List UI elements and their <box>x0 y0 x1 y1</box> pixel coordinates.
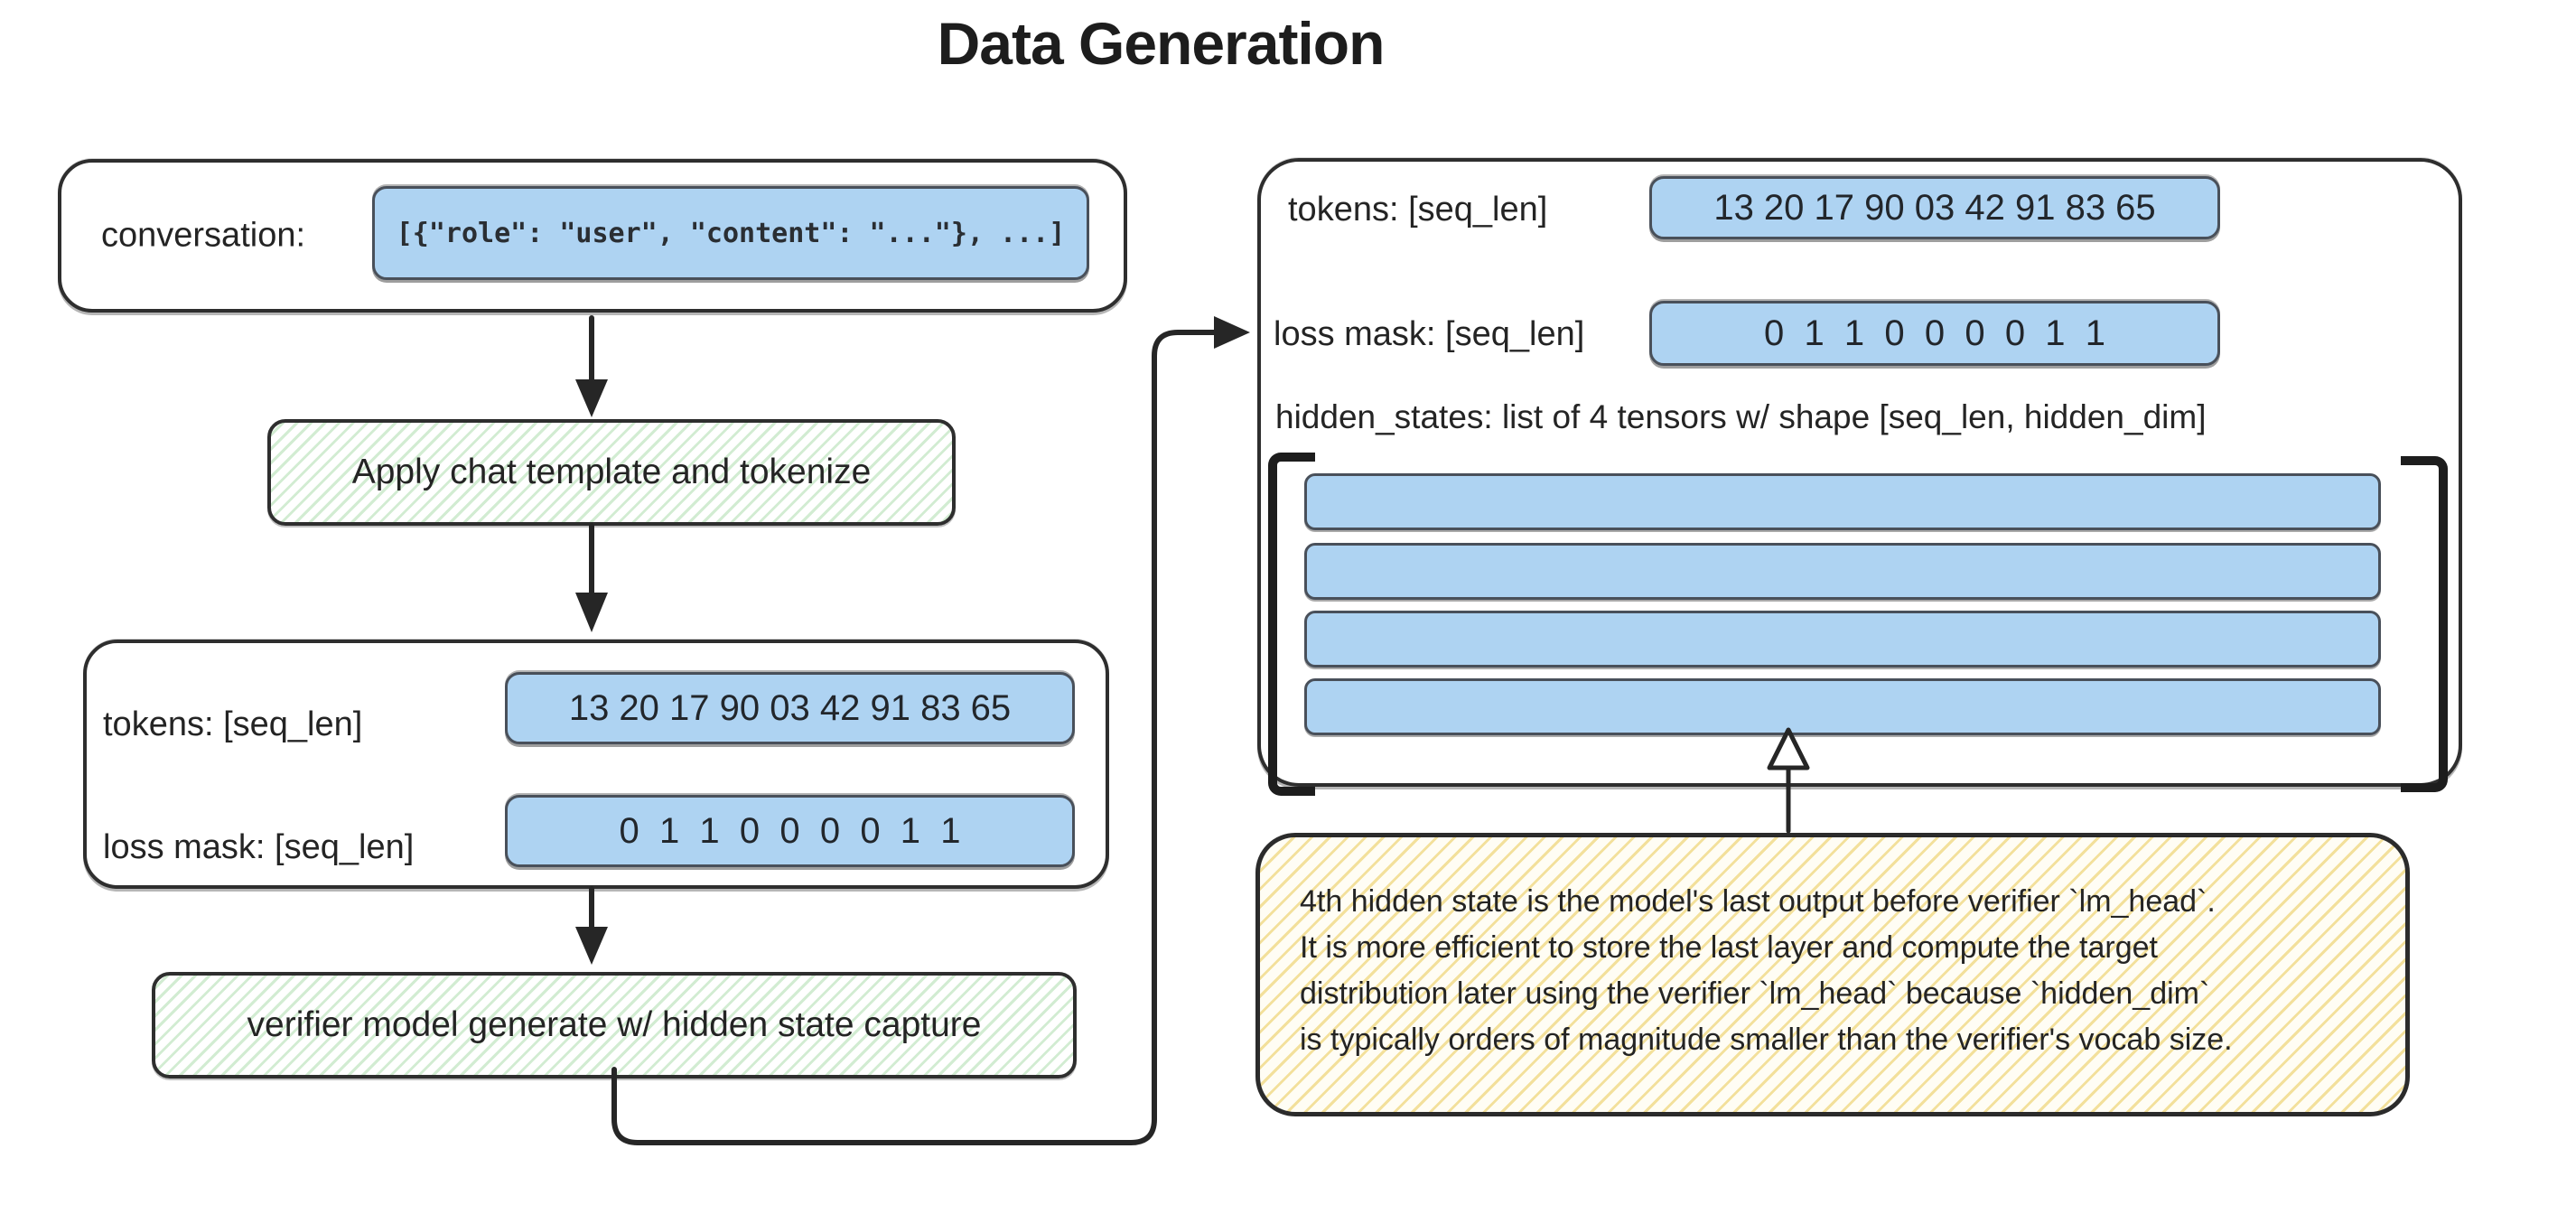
hidden-state-bar <box>1304 543 2381 600</box>
output-loss-mask-chip: 0 1 1 0 0 0 0 1 1 <box>1649 301 2220 366</box>
output-tokens-label: tokens: [seq_len] <box>1288 191 1548 229</box>
output-tokens-chip: 13 20 17 90 03 42 91 83 65 <box>1649 176 2220 239</box>
left-bracket-icon <box>1268 453 1315 796</box>
note-text: 4th hidden state is the model's last out… <box>1300 884 2233 1057</box>
hidden-state-bar <box>1304 678 2381 735</box>
output-loss-mask-text: 0 1 1 0 0 0 0 1 1 <box>1763 313 2106 353</box>
output-box: tokens: [seq_len] 13 20 17 90 03 42 91 8… <box>1257 158 2462 796</box>
note-box: 4th hidden state is the model's last out… <box>1255 833 2410 1116</box>
hidden-state-bar <box>1304 611 2381 668</box>
page-title: Data Generation <box>937 10 1386 77</box>
arrow-down-icon <box>575 315 608 417</box>
apply-chat-template-step: Apply chat template and tokenize <box>267 419 956 526</box>
verifier-generate-step: verifier model generate w/ hidden state … <box>152 972 1077 1079</box>
conversation-label: conversation: <box>101 216 306 255</box>
output-loss-mask-label: loss mask: [seq_len] <box>1274 315 1585 353</box>
conversation-box: conversation: [{"role": "user", "content… <box>58 159 1127 313</box>
hidden-states-label: hidden_states: list of 4 tensors w/ shap… <box>1275 398 2207 435</box>
arrow-down-icon <box>575 886 608 965</box>
tokens-values-chip: 13 20 17 90 03 42 91 83 65 <box>505 672 1075 744</box>
verifier-generate-label: verifier model generate w/ hidden state … <box>247 1005 982 1044</box>
loss-mask-values-chip: 0 1 1 0 0 0 0 1 1 <box>505 795 1075 867</box>
output-tokens-text: 13 20 17 90 03 42 91 83 65 <box>1713 187 2156 228</box>
loss-mask-values-text: 0 1 1 0 0 0 0 1 1 <box>619 810 961 851</box>
tokens-values-text: 13 20 17 90 03 42 91 83 65 <box>568 687 1012 728</box>
loss-mask-label: loss mask: [seq_len] <box>103 828 415 866</box>
conversation-code-text: [{"role": "user", "content": "..."}, ...… <box>396 217 1066 249</box>
hidden-state-bar <box>1304 473 2381 530</box>
apply-chat-template-label: Apply chat template and tokenize <box>351 453 872 491</box>
tokens-loss-box: tokens: [seq_len] 13 20 17 90 03 42 91 8… <box>83 640 1109 889</box>
tokens-label: tokens: [seq_len] <box>103 705 363 743</box>
conversation-code-chip: [{"role": "user", "content": "..."}, ...… <box>372 186 1089 280</box>
arrow-down-icon <box>575 523 608 632</box>
right-bracket-icon <box>2401 456 2448 792</box>
